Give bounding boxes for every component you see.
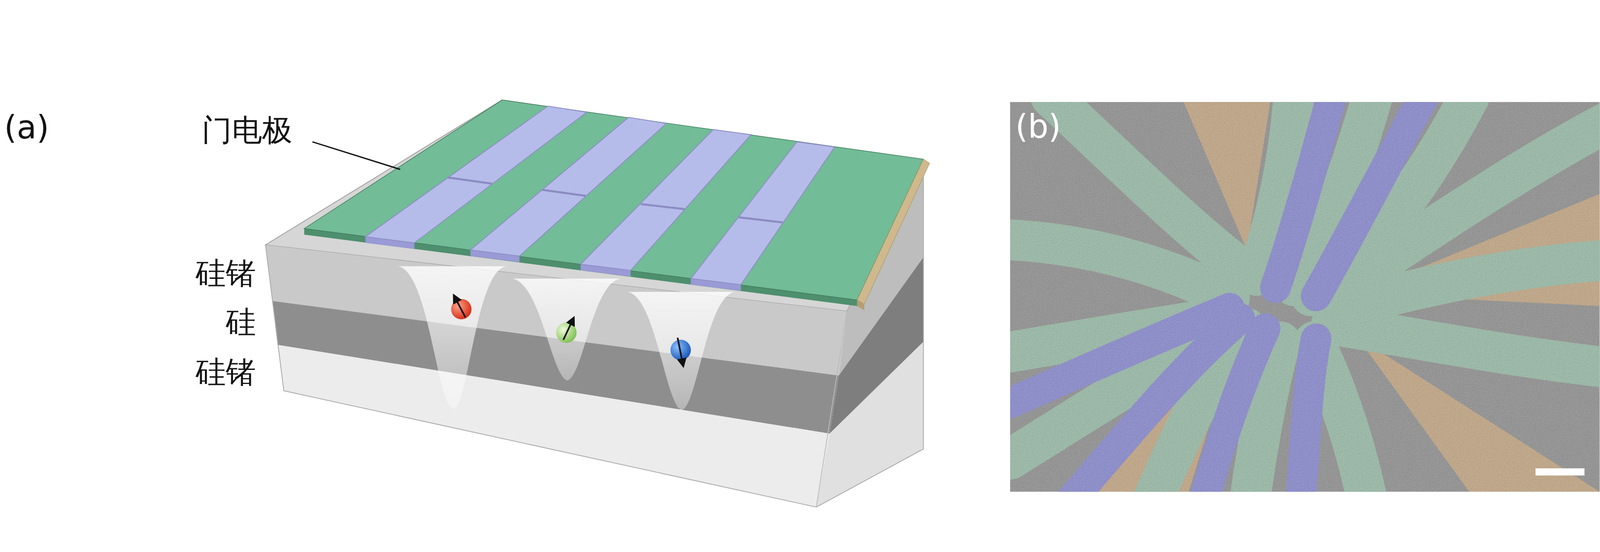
scale-bar [1535,468,1585,476]
gate-step [447,177,492,184]
green-gates [1010,101,1600,492]
gate-label: 门电极 [201,113,293,148]
gate-step [640,203,685,210]
gate-step [738,217,783,223]
contact-edge [857,300,865,311]
sem-image [1010,101,1600,492]
gate-layer [304,99,930,311]
gate-plate [304,99,924,300]
electron-spins [450,298,691,364]
heterostructure-block [265,99,924,508]
lower-sige-front [277,344,830,508]
spin-arrow [677,337,683,364]
leader-line [312,142,401,170]
layer-label: 硅锗 [195,256,256,291]
sem-grain [1010,101,1600,492]
well [512,278,621,381]
lower-sige-side [816,341,924,508]
layer-label: 硅锗 [195,355,256,390]
potential-wells [397,266,735,411]
spin-arrow [563,320,573,340]
contact-strip [857,159,930,304]
spin-arrow [455,298,466,318]
block-edge [816,311,847,508]
well [397,266,507,410]
panel-letter: (b) [1015,108,1062,145]
panel-letter: (a) [4,109,49,146]
well [627,291,735,410]
gate-stripe [690,142,835,286]
layer-label: 硅 [225,305,256,340]
gate-step [542,189,586,197]
sem-background [1010,101,1600,492]
